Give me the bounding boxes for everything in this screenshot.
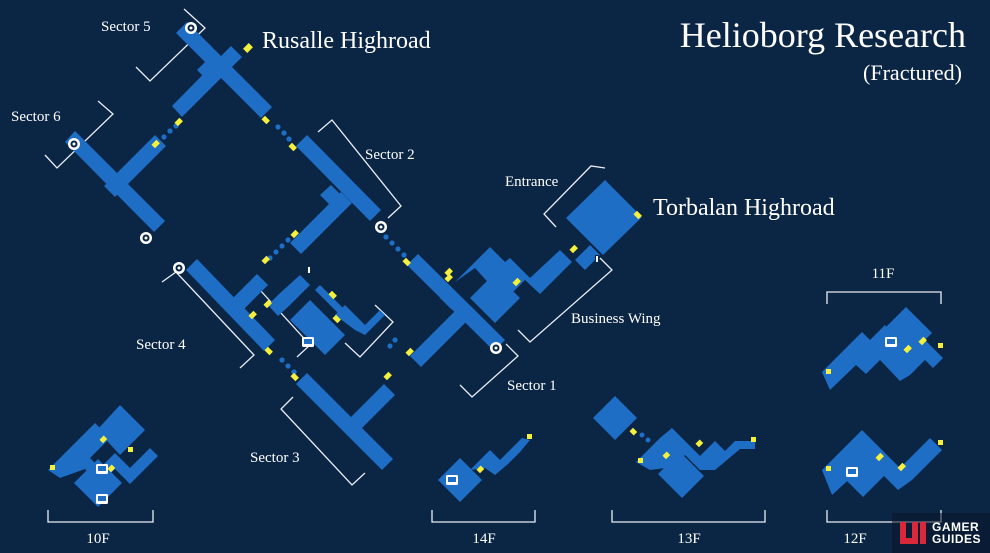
bracket-business-wing [517,257,613,343]
logo-line-2: GUIDES [932,532,982,546]
save-point-icon[interactable] [140,232,152,244]
label-sector-4: Sector 4 [136,337,186,353]
area-label-torbalan: Torbalan Highroad [653,195,835,221]
area-label-rusalle: Rusalle Highroad [262,28,431,54]
gate-icon[interactable] [595,255,599,263]
save-point-icon[interactable] [173,262,185,274]
terminal-icon[interactable] [446,475,458,485]
terminal-icon[interactable] [96,464,108,474]
floor-10-map[interactable] [48,405,158,507]
gamer-guides-logo[interactable]: GAMER GUIDES [892,513,990,553]
label-floor-12: 12F [843,531,866,547]
terminal-icon[interactable] [846,467,858,477]
save-point-icon[interactable] [375,221,387,233]
gate-icon[interactable] [307,266,311,274]
terminal-icon[interactable] [885,337,897,347]
floor-12-map[interactable] [822,430,943,497]
room-business-wing[interactable] [455,247,572,323]
map-subtitle: (Fractured) [863,60,962,85]
label-floor-10: 10F [86,531,109,547]
room-entrance[interactable] [566,180,642,270]
label-sector-2: Sector 2 [365,147,415,163]
save-point-icon[interactable] [490,342,502,354]
floor-13-map[interactable] [593,396,756,498]
save-point-icon[interactable] [185,22,197,34]
map-title: Helioborg Research [680,15,966,55]
bracket-sector-1 [459,343,519,398]
bracket-floor-13 [611,510,766,523]
terminal-icon[interactable] [302,337,314,347]
floor-14-map[interactable] [438,434,532,502]
bracket-sector-2 [317,119,402,219]
bracket-floor-10 [47,510,154,523]
bracket-sector-4 [161,271,255,369]
logo-line-1: GAMER [932,520,980,534]
bracket-entrance [543,165,606,228]
save-points [68,22,502,354]
room-sector-3[interactable] [296,373,395,470]
label-sector-1: Sector 1 [507,378,557,394]
bracket-sector-3 [280,396,366,486]
room-sector-2[interactable] [290,135,381,254]
bracket-sector-5 [135,8,206,82]
label-business-wing: Business Wing [571,311,661,327]
label-sector-6: Sector 6 [11,109,61,125]
room-sector-5[interactable] [172,22,272,118]
room-sector-4[interactable] [186,259,275,351]
gamer-guides-logo-icon [900,522,926,544]
label-floor-14: 14F [472,531,495,547]
label-sector-3: Sector 3 [250,450,300,466]
bracket-sector-4-room [344,304,394,358]
label-sector-5: Sector 5 [101,19,151,35]
logo-wordmark: GAMER GUIDES [932,521,981,545]
room-sector-6[interactable] [65,131,166,232]
terminal-icon[interactable] [96,494,108,504]
label-entrance: Entrance [505,174,559,190]
label-floor-13: 13F [677,531,700,547]
bracket-floor-11 [826,291,942,304]
doors [151,43,642,382]
room-sector-4-inner[interactable] [268,275,385,355]
main-facility [65,22,642,470]
room-sector-1[interactable] [407,254,505,367]
save-point-icon[interactable] [68,138,80,150]
floor-11-map[interactable] [822,307,943,390]
terminals-main [302,255,599,347]
label-floor-11: 11F [872,266,895,282]
section-brackets [44,8,942,523]
bracket-floor-14 [431,510,536,523]
